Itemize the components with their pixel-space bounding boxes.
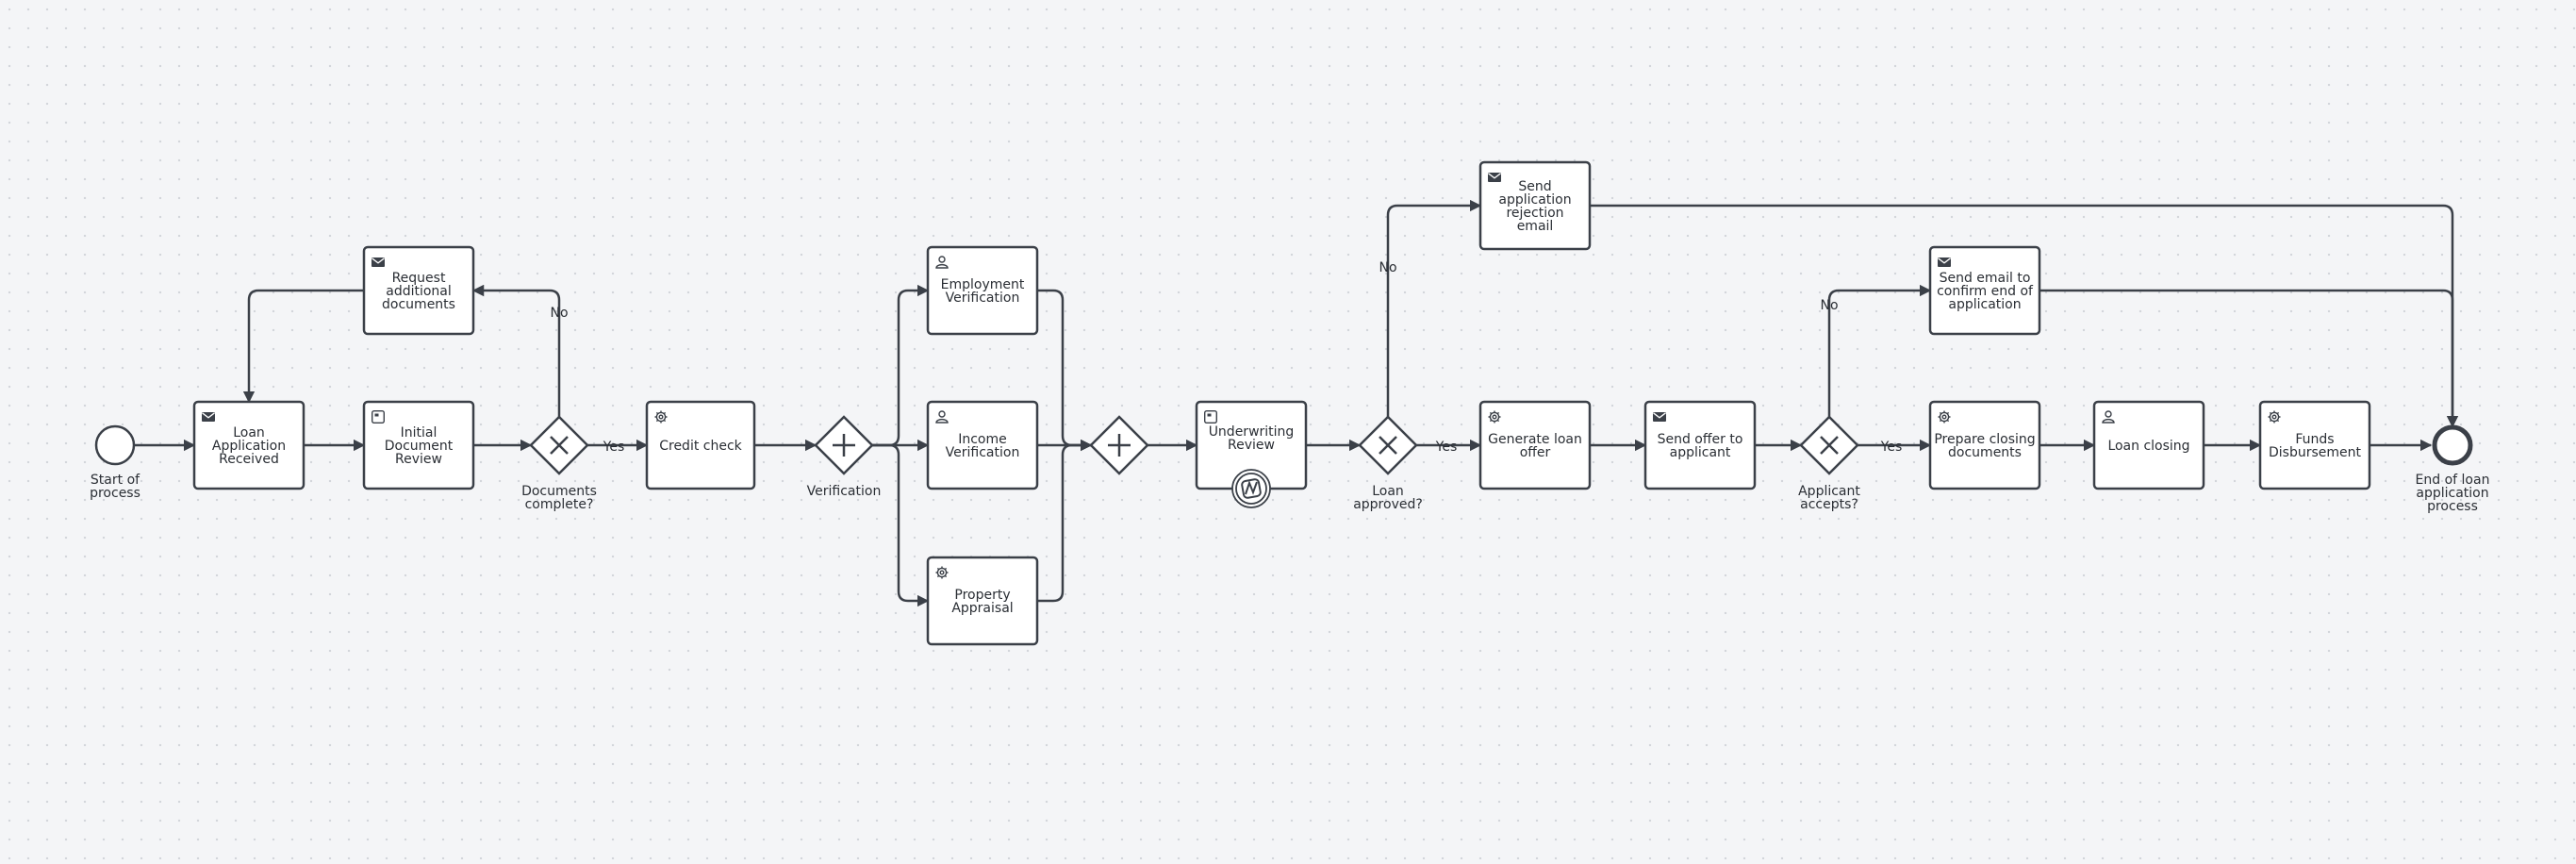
flow-label-accepts-no: No	[1820, 298, 1838, 313]
flow-label-docs-no: No	[550, 306, 568, 321]
exclusive-x-icon	[1379, 436, 1397, 455]
sequence-flows	[135, 199, 2459, 607]
gateway-verification-split[interactable]: Verification	[807, 415, 882, 499]
flow-label-approved-yes: Yes	[1435, 440, 1458, 455]
flow-to-property[interactable]	[872, 443, 930, 607]
flow-approved-no[interactable]	[1386, 199, 1482, 417]
exclusive-x-icon	[550, 436, 569, 455]
envelope-icon	[1487, 172, 1502, 183]
envelope-icon	[371, 257, 386, 268]
task-loan-closing[interactable]: Loan closing	[2092, 400, 2205, 490]
flow-employment-to-join[interactable]	[1037, 289, 1093, 452]
gateway-verification-join[interactable]	[1089, 415, 1149, 475]
flow-confirm-to-end[interactable]	[2039, 289, 2459, 428]
parallel-plus-icon	[833, 434, 855, 457]
task-credit-check[interactable]: Credit check	[645, 400, 756, 490]
task-label: Loan closing	[2107, 439, 2189, 454]
gateway-label: Verification	[807, 484, 882, 499]
flow-labels: No Yes No Yes No Yes	[550, 260, 1902, 455]
envelope-icon	[1937, 257, 1952, 268]
flow-to-employment[interactable]	[872, 284, 930, 447]
flow-label-accepts-yes: Yes	[1880, 440, 1903, 455]
conditional-boundary-event[interactable]	[1231, 469, 1271, 508]
parallel-plus-icon	[1108, 434, 1131, 457]
flow-request-to-received[interactable]	[242, 289, 364, 404]
envelope-icon	[1652, 411, 1667, 423]
flow-label-docs-yes: Yes	[603, 440, 625, 455]
start-event-circle[interactable]	[94, 424, 136, 466]
flow-docs-no[interactable]	[471, 284, 561, 417]
flow-rejection-to-end[interactable]	[1590, 204, 2459, 428]
end-event-circle[interactable]	[2432, 424, 2473, 466]
task-label: Credit check	[659, 439, 742, 454]
envelope-icon	[201, 411, 216, 423]
flow-accepts-no[interactable]	[1827, 284, 1932, 417]
exclusive-x-icon	[1820, 436, 1839, 455]
flow-property-to-join[interactable]	[1037, 439, 1093, 603]
flow-label-approved-no: No	[1379, 260, 1396, 275]
